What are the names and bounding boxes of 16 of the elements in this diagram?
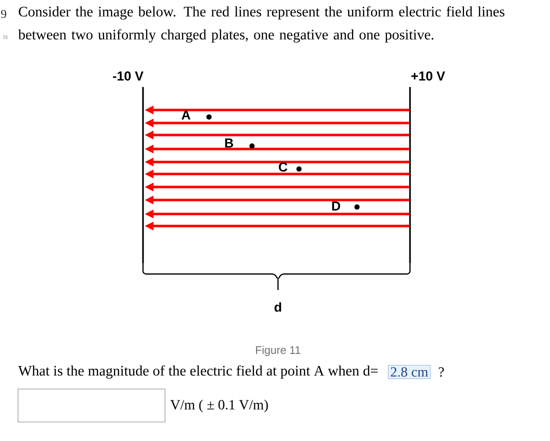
unit-text: V/m ( ± 0.1 V/m): [170, 400, 268, 412]
margin-text: 9: [1, 10, 6, 18]
charged-plate: -10 V: [112, 71, 144, 263]
point-label: B: [225, 138, 234, 148]
point-label: A: [182, 110, 190, 120]
node-label: +10 V: [411, 71, 446, 81]
question-mark: ?: [438, 367, 444, 377]
value-box: 2.8 cm: [388, 365, 430, 379]
node-label: -10 V: [112, 71, 144, 81]
charged-plate: +10 V: [409, 71, 446, 263]
point-label: D: [332, 202, 340, 210]
point-label: C: [278, 162, 288, 172]
figure-caption: Figure 11: [256, 346, 300, 356]
question-text: What is the magnitude of the electric field at point A when d=: [18, 365, 378, 379]
distance-label: d: [274, 302, 282, 312]
question-text: Consider the image below. The red lines represent the uniform electric field lines between two uniformly charged plates, one negative and one positive.: [18, 6, 504, 43]
